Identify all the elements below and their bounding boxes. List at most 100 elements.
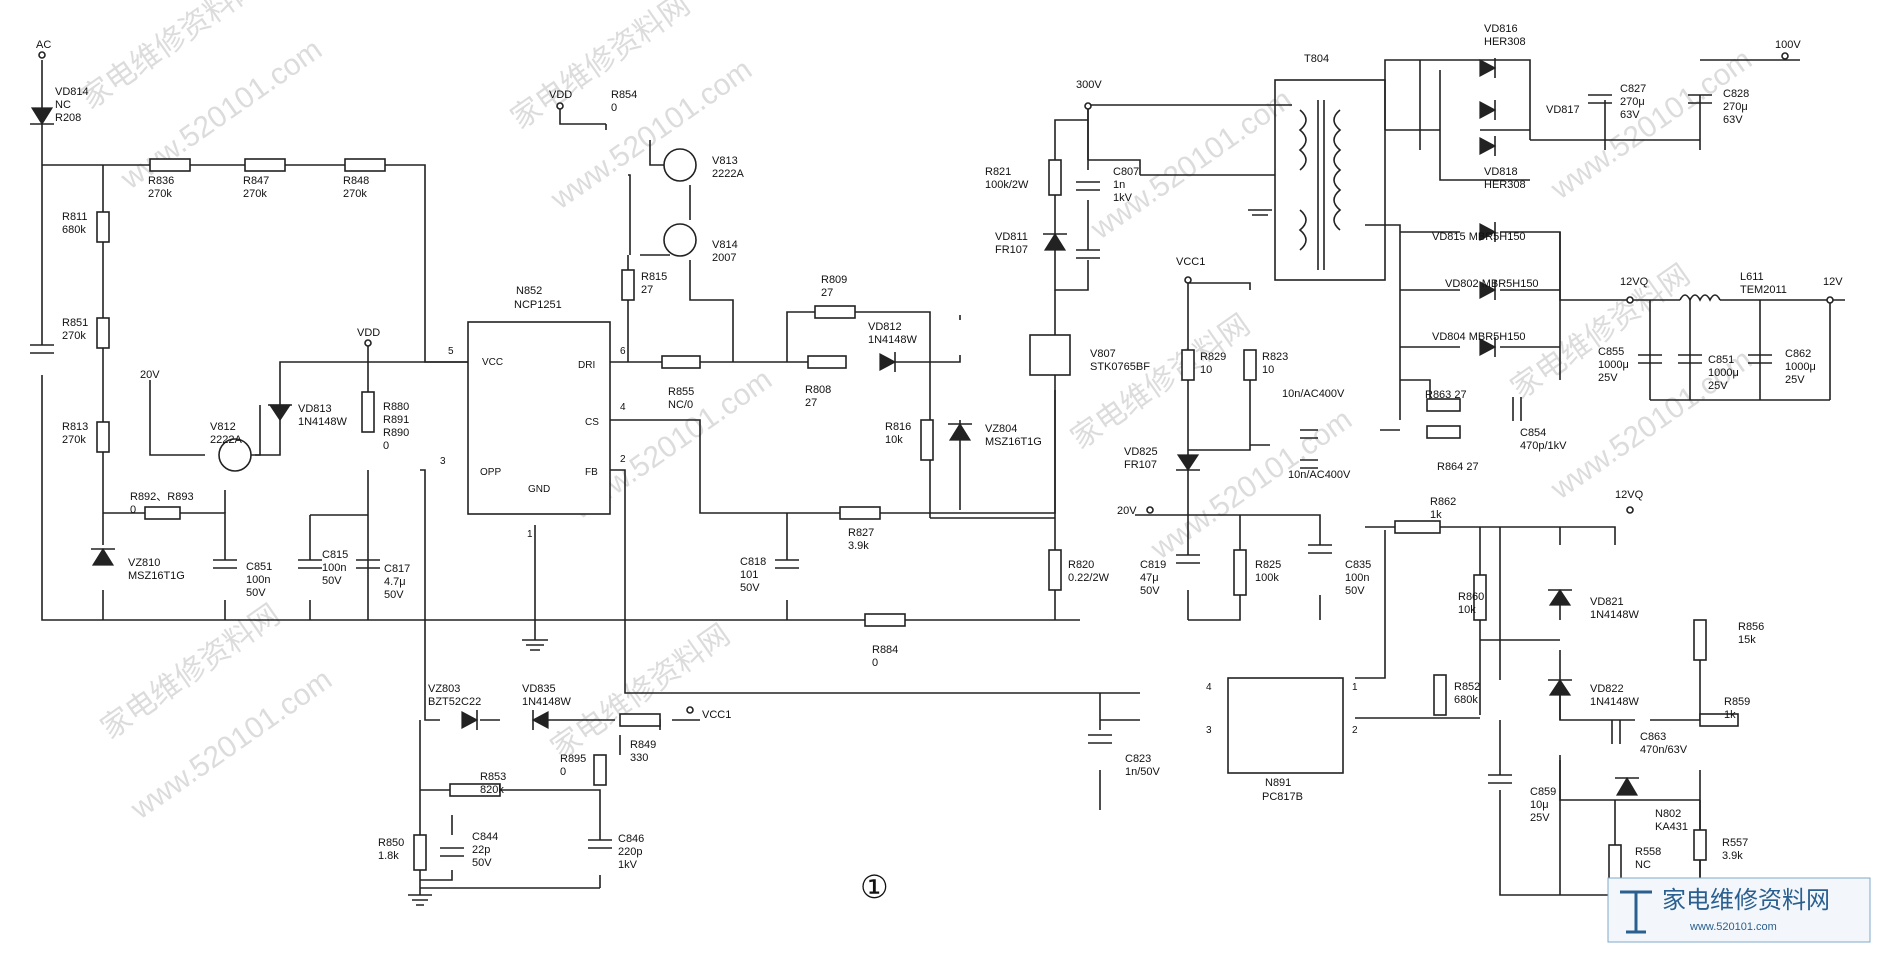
transistor-v814 (663, 223, 697, 257)
component-label-line: 50V (1140, 585, 1160, 597)
net-label-vdd: VDD (549, 89, 572, 101)
component-label-line: C851 (1708, 354, 1734, 366)
component-label-line: VD821 (1590, 596, 1624, 608)
component-label-line: 270k (62, 330, 86, 342)
ground-icon (1250, 429, 1400, 446)
component-label-line: R855 (668, 386, 694, 398)
diode-vd822 (1548, 678, 1572, 696)
component-label-line: 270μ (1723, 101, 1748, 113)
optocoupler-n891: N891 PC817B 1 2 3 4 (1206, 677, 1358, 803)
capacitor-c846 (588, 839, 612, 849)
optocoupler-ref: N891 (1265, 777, 1291, 789)
capacitor-c818 (775, 559, 799, 569)
component-label-line: 27 (821, 287, 833, 299)
resistor-r836 (149, 158, 191, 172)
component-label-line: 100n (322, 562, 346, 574)
component-label-line: KA431 (1655, 821, 1688, 833)
resistor-r859 (1699, 713, 1739, 727)
component-label-line: C819 (1140, 559, 1166, 571)
zener-vz810 (91, 547, 115, 566)
component-label-line: 10 (1200, 364, 1212, 376)
ic-pin-num: 4 (620, 402, 626, 413)
component-label-line: R849 (630, 739, 656, 751)
component-label-line: 27 (805, 397, 817, 409)
component-label-line: HER308 (1484, 36, 1526, 48)
component-label-line: 50V (472, 857, 492, 869)
diode-vd818 (1479, 137, 1497, 155)
component-label-r864: R864 27 (1437, 461, 1479, 473)
component-label-line: 1kV (618, 859, 638, 871)
component-label-line: 2222A (210, 434, 242, 446)
watermark: www.520101.com (1084, 83, 1298, 246)
component-label-line: 1k (1430, 509, 1442, 521)
component-label-line: 22p (472, 844, 490, 856)
component-label-line: R823 (1262, 351, 1288, 363)
diode-vd812 (879, 353, 897, 371)
component-label-line: 270k (62, 434, 86, 446)
component-label-line: 63V (1723, 114, 1743, 126)
diodes (30, 58, 1639, 796)
component-label-line: 330 (630, 752, 648, 764)
component-label-line: R808 (805, 384, 831, 396)
component-label-line: C863 (1640, 731, 1666, 743)
component-label-line: 25V (1530, 812, 1550, 824)
capacitor-c823 (1088, 734, 1112, 744)
zener-vz803 (461, 711, 479, 729)
optocoupler-pin: 4 (1206, 682, 1212, 693)
component-label-line: 1N4148W (1590, 696, 1640, 708)
component-label-line: VD817 (1546, 104, 1580, 116)
ic-n852: N852 NCP1251 VCC OPP GND DRI CS FB 5 3 1… (440, 285, 626, 540)
component-label-line: R827 (848, 527, 874, 539)
component-label-line: FR107 (1124, 459, 1157, 471)
component-label-line: C817 (384, 563, 410, 575)
component-label-line: 0.22/2W (1068, 572, 1110, 584)
component-label-line: VD811 (995, 231, 1028, 243)
component-label-line: 0 (872, 657, 878, 669)
capacitor-c844 (440, 847, 464, 857)
component-label-line: 1n/50V (1125, 766, 1161, 778)
component-label-line: 1N4148W (522, 696, 572, 708)
component-label-line: 100n (1345, 572, 1369, 584)
capacitor-c835 (1308, 544, 1332, 554)
capacitor-cy1 (1300, 429, 1318, 439)
diode-vd813 (268, 404, 292, 422)
component-label-line: 50V (1345, 585, 1365, 597)
component-label-line: 0 (130, 504, 136, 516)
ic-pin-fb: FB (585, 467, 598, 478)
component-label-line: C855 (1598, 346, 1624, 358)
component-label-line: NC (55, 99, 71, 111)
component-label-line: 1.8k (378, 850, 399, 862)
capacitor-c854 (1512, 397, 1522, 421)
diode-vd825 (1176, 454, 1200, 472)
capacitor-c807 (1076, 181, 1100, 191)
optocoupler-pin: 1 (1352, 682, 1358, 693)
component-label-line: C828 (1723, 88, 1749, 100)
component-label-line: C854 (1520, 427, 1546, 439)
inductor-l611 (1679, 294, 1721, 302)
component-label-line: 10 (1262, 364, 1274, 376)
net-label-12vq: 12VQ (1615, 489, 1644, 501)
resistor-r809 (814, 305, 856, 319)
ic-pin-num: 6 (620, 346, 626, 357)
ic-pin-opp: OPP (480, 467, 501, 478)
